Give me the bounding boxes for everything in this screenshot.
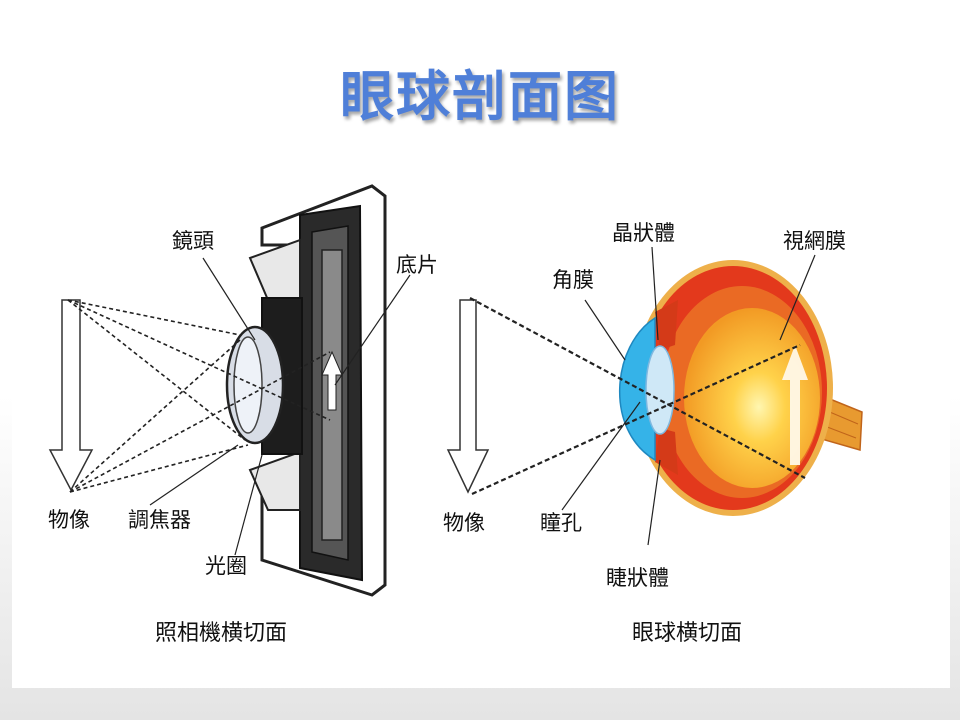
- iris-bottom: [655, 428, 678, 475]
- eye-object-arrow: [446, 299, 490, 494]
- camera-cross-section: 鏡頭 底片 物像 調焦器 光圈 照相機横切面: [48, 184, 438, 646]
- eyeball: [619, 260, 833, 516]
- camera-pointer-lines: [149, 257, 411, 556]
- camera-caption: 照相機横切面: [155, 621, 287, 646]
- label-camera-object: 物像: [48, 508, 90, 532]
- eye-rays: [469, 297, 806, 496]
- label-aperture: 光圈: [205, 554, 247, 578]
- diagram-canvas: 鏡頭 底片 物像 調焦器 光圈 照相機横切面: [48, 184, 863, 646]
- camera-object-arrow: [48, 299, 94, 492]
- eye-cross-section: 晶狀體 視網膜 角膜 物像 瞳孔 睫狀體 眼球横切面: [443, 221, 863, 646]
- label-crystalline-lens: 晶狀體: [612, 221, 675, 245]
- label-ciliary-body: 睫狀體: [606, 566, 669, 590]
- label-pupil: 瞳孔: [540, 511, 582, 535]
- comparison-figure: 鏡頭 底片 物像 調焦器 光圈 照相機横切面: [12, 140, 950, 688]
- label-eye-object: 物像: [443, 511, 485, 535]
- crystalline-lens: [645, 345, 675, 435]
- retina-image-arrow: [782, 345, 808, 465]
- label-retina: 視網膜: [783, 229, 846, 253]
- eye-pointer-lines: [561, 246, 816, 546]
- eye-caption: 眼球横切面: [632, 621, 742, 646]
- vitreous-body: [684, 308, 820, 488]
- label-focus: 調焦器: [128, 508, 191, 532]
- label-cornea: 角膜: [552, 268, 594, 292]
- camera-rays: [67, 299, 331, 493]
- page-title: 眼球剖面图: [340, 65, 620, 128]
- label-film: 底片: [396, 253, 438, 277]
- cornea: [619, 316, 656, 462]
- iris-top: [655, 300, 678, 350]
- camera-image-arrow: [321, 350, 343, 411]
- label-lens: 鏡頭: [172, 229, 214, 253]
